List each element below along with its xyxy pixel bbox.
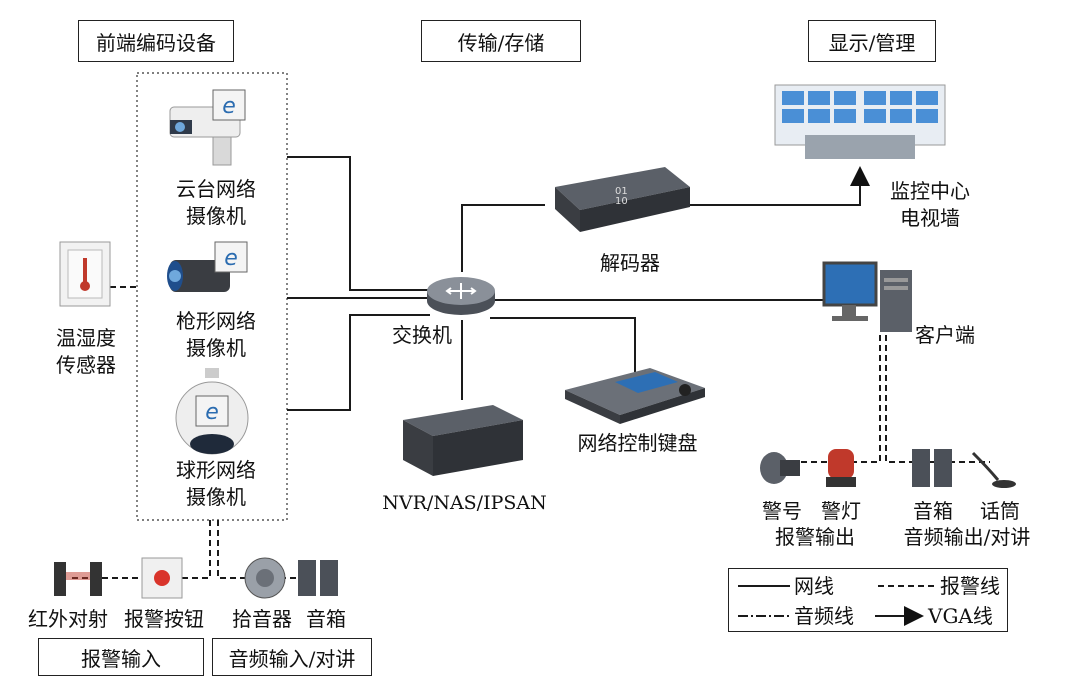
wire-ptz-switch <box>287 156 430 291</box>
client-computer-icon <box>822 261 912 332</box>
legend-network: 网线 <box>794 574 834 598</box>
front-end-group-boundary <box>136 72 288 521</box>
siren-light-icon <box>826 449 856 487</box>
client-label: 客户端 <box>915 323 975 347</box>
siren-light-label: 警灯 <box>821 499 861 523</box>
section-audio-input: 音频输入/对讲 <box>212 638 372 676</box>
svg-text:10: 10 <box>615 196 628 207</box>
siren-horn-label: 警号 <box>762 499 802 523</box>
svg-text:e: e <box>222 94 236 119</box>
microphone-icon <box>971 451 1016 488</box>
speaker-left-icon <box>298 560 338 596</box>
ptz-camera-label: 云台网络 摄像机 <box>166 176 266 230</box>
control-keyboard-icon <box>565 368 705 424</box>
speaker-right-label: 音箱 <box>913 499 953 523</box>
wire-switch-keyboard <box>490 317 636 372</box>
wire-alarm-in <box>70 520 211 579</box>
infrared-beam-icon <box>54 562 102 596</box>
alarm-button-icon <box>141 557 183 599</box>
section-display-management: 显示/管理 <box>808 20 936 62</box>
mic-label: 话筒 <box>980 499 1020 523</box>
sensor-label-line2: 传感器 <box>56 353 116 377</box>
nvr-storage-icon <box>403 405 523 476</box>
wire-client-audio-out <box>885 335 990 463</box>
ptz-camera-label-line1: 云台网络 <box>176 177 256 201</box>
decoder-icon: 01 10 <box>555 167 690 232</box>
ptz-camera-icon: e <box>169 89 246 166</box>
video-wall-label-line1: 监控中心 <box>890 179 970 203</box>
video-wall-label: 监控中心 电视墙 <box>875 178 985 232</box>
wire-dome-switch <box>287 314 430 411</box>
network-switch-icon <box>427 277 495 315</box>
infrared-label: 红外对射 <box>28 607 108 631</box>
ptz-camera-label-line2: 摄像机 <box>186 204 246 228</box>
alarm-button-label: 报警按钮 <box>124 607 204 631</box>
dome-camera-label: 球形网络 摄像机 <box>166 457 266 511</box>
section-front-end: 前端编码设备 <box>78 20 234 62</box>
wire-client-alarm-out <box>790 335 881 463</box>
nvr-label: NVR/NAS/IPSAN <box>382 492 547 514</box>
section-transfer-storage: 传输/存储 <box>421 20 581 62</box>
pickup-label: 拾音器 <box>232 607 292 631</box>
svg-text:e: e <box>205 400 219 425</box>
thermometer-sensor-icon <box>59 241 111 307</box>
legend-vga: VGA线 <box>928 604 993 628</box>
gun-camera-icon: e <box>167 241 248 292</box>
speaker-right-icon <box>912 449 952 487</box>
audio-output-label: 音频输出/对讲 <box>903 525 1031 549</box>
legend-audio: 音频线 <box>794 604 854 628</box>
wire-decoder-videowall <box>690 166 870 206</box>
siren-horn-icon <box>760 452 800 484</box>
video-wall-label-line2: 电视墙 <box>900 206 960 230</box>
keyboard-label: 网络控制键盘 <box>577 431 698 455</box>
gun-camera-label: 枪形网络 摄像机 <box>166 308 266 362</box>
wire-switch-decoder <box>461 204 545 272</box>
pickup-microphone-icon <box>244 557 286 599</box>
gun-camera-label-line2: 摄像机 <box>186 336 246 360</box>
switch-label: 交换机 <box>392 323 452 347</box>
svg-text:01: 01 <box>615 186 628 197</box>
legend-box <box>728 568 1008 632</box>
dome-camera-label-line2: 摄像机 <box>186 485 246 509</box>
video-wall-icon <box>774 84 946 159</box>
section-alarm-input: 报警输入 <box>38 638 204 676</box>
decoder-label: 解码器 <box>600 251 660 275</box>
sensor-label: 温湿度 传感器 <box>46 325 126 379</box>
dome-camera-icon: e <box>175 368 249 455</box>
gun-camera-label-line1: 枪形网络 <box>176 309 256 333</box>
legend-alarm: 报警线 <box>940 574 1000 598</box>
svg-text:e: e <box>224 246 238 271</box>
dome-camera-label-line1: 球形网络 <box>176 458 256 482</box>
alarm-output-label: 报警输出 <box>775 525 855 549</box>
sensor-label-line1: 温湿度 <box>56 326 116 350</box>
speaker-left-label: 音箱 <box>306 607 346 631</box>
